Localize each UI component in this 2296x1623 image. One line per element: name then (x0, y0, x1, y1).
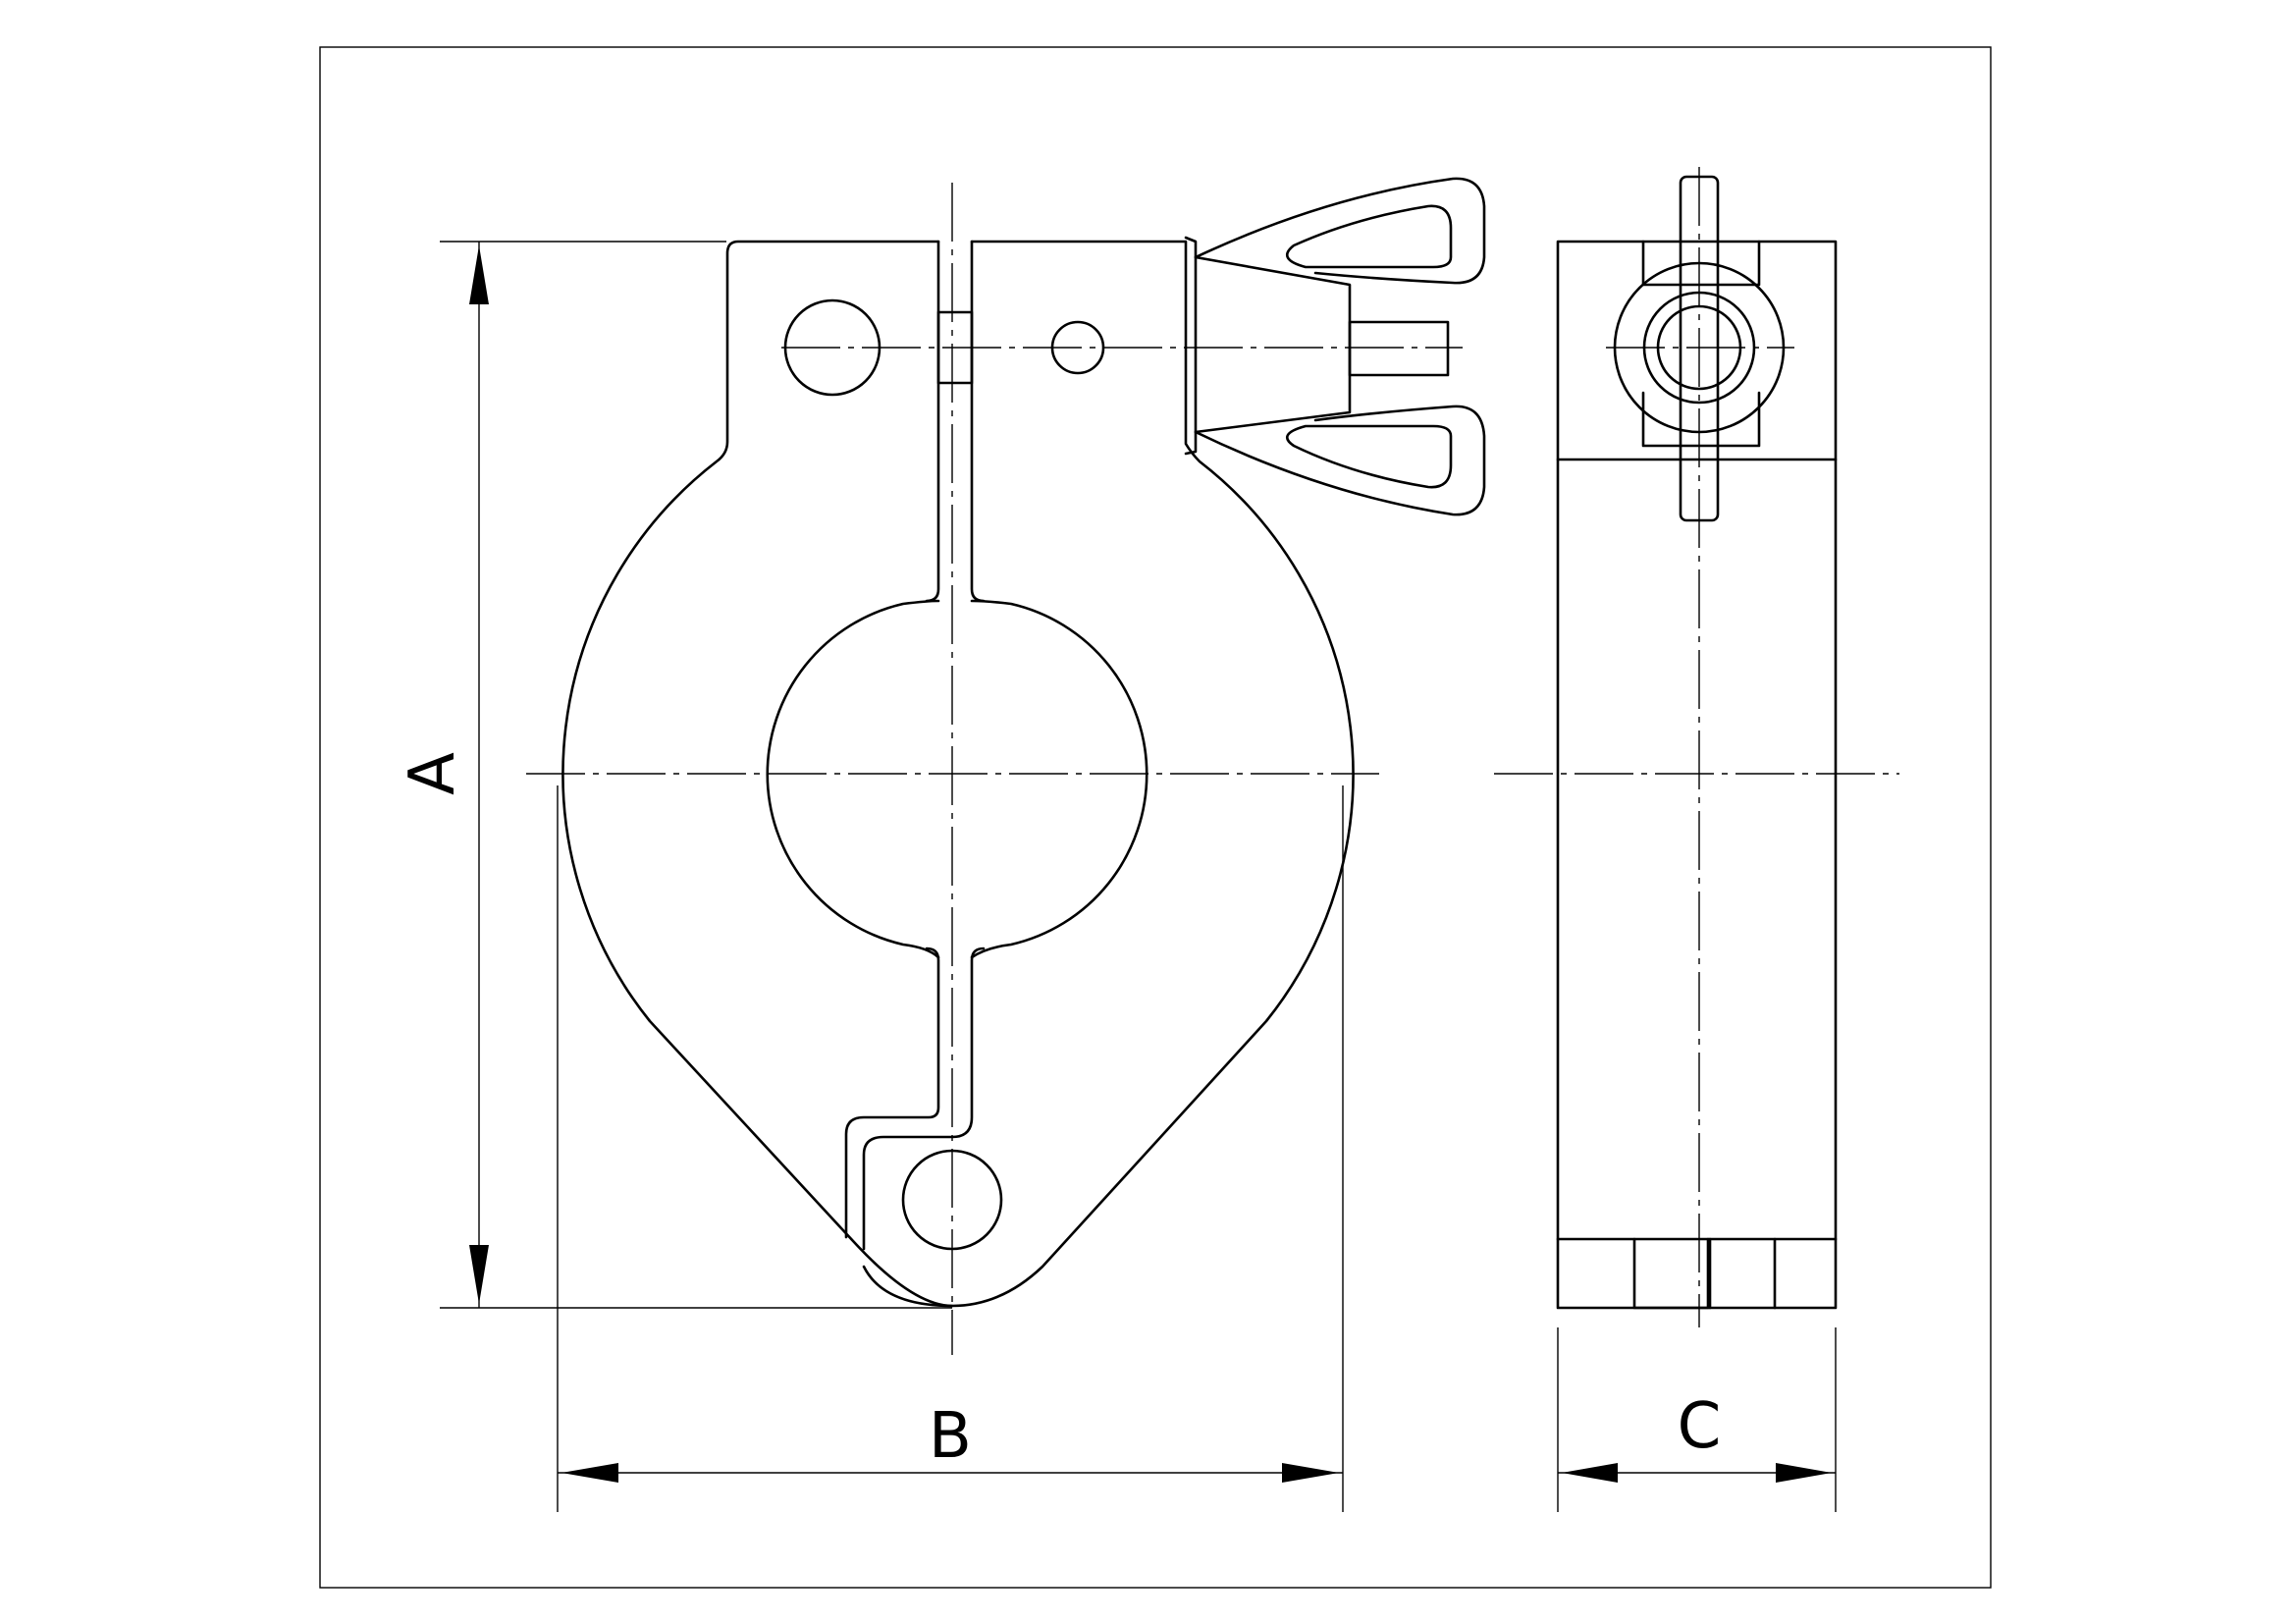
clamp-left-bore-edge (766, 599, 940, 959)
dimension-c (1557, 1327, 1837, 1512)
dimension-label-a: A (397, 752, 469, 795)
side-view (1494, 167, 1899, 1327)
dimension-b (557, 785, 1344, 1512)
clamp-right-bore-edge (970, 599, 1148, 959)
clamp-left-half (561, 240, 954, 1308)
dimension-a (440, 241, 952, 1309)
drawing-frame (319, 46, 1992, 1589)
clamp-right-half (862, 240, 1355, 1308)
dimension-label-c: C (1678, 1390, 1722, 1463)
clamp-left-gap-edge (844, 240, 940, 1239)
wing-nut (1184, 177, 1486, 516)
clamp-right-gap-edge (862, 240, 986, 1251)
dimension-label-b: B (929, 1400, 972, 1473)
front-view (526, 177, 1486, 1355)
